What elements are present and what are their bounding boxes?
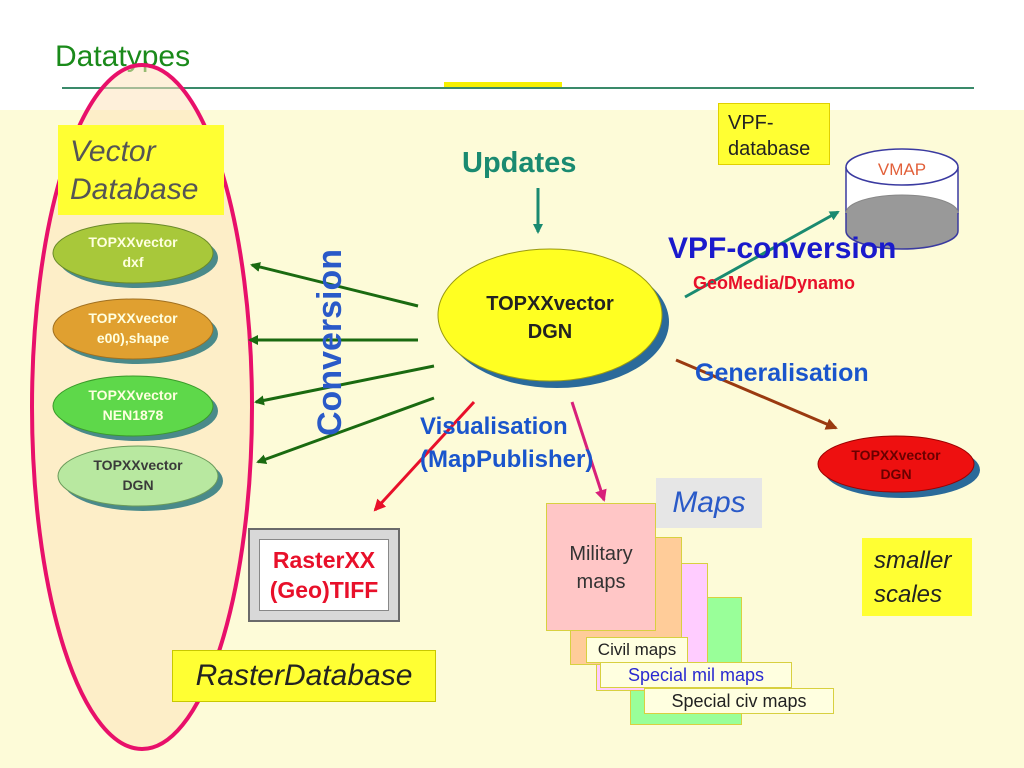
generalised-node	[817, 435, 980, 498]
military-maps-line1: Military	[569, 543, 633, 565]
vector-item-dgn-line2: DGN	[122, 477, 154, 493]
central-node-line2: DGN	[527, 321, 573, 343]
geomedia-label: GeoMedia/Dynamo	[693, 273, 856, 293]
civil-maps-label: Civil maps	[586, 637, 688, 663]
military-maps-line2: maps	[576, 571, 626, 593]
vector-item-dgn	[57, 445, 223, 511]
visualisation-label: Visualisation (MapPublisher)	[420, 410, 593, 476]
vector-item-dgn-label: TOPXXvector DGN	[58, 455, 218, 495]
central-node	[437, 248, 669, 388]
conversion-arrow-dxf	[250, 262, 419, 308]
conversion-arrow-dgn	[256, 396, 435, 464]
vector-item-nen-line2: NEN1878	[102, 407, 164, 423]
vector-item-dgn-line1: TOPXXvector	[93, 457, 183, 473]
generalisation-label: Generalisation	[695, 359, 869, 387]
conversion-arrow-nen	[254, 364, 435, 406]
title-rule	[62, 87, 974, 89]
vpf-database-label: VPF- database	[718, 103, 830, 165]
generalised-node-line1: TOPXXvector	[851, 447, 941, 463]
central-node-label: TOPXXvector DGN	[450, 290, 650, 346]
vector-item-shape-label: TOPXXvector e00),shape	[53, 308, 213, 348]
slide-title: Datatypes	[55, 40, 191, 73]
visualisation-line1: Visualisation	[420, 413, 568, 440]
vmap-label: VMAP	[877, 160, 927, 179]
vector-item-nen-line1: TOPXXvector	[88, 387, 178, 403]
map-card-military	[546, 503, 656, 631]
raster-database-label: RasterDatabase	[172, 650, 436, 702]
raster-node-text: RasterXX (Geo)TIFF	[260, 540, 388, 605]
vpf-database-line1: VPF-	[728, 112, 774, 134]
special-mil-maps-label: Special mil maps	[600, 662, 792, 688]
conversion-label: Conversion	[311, 248, 349, 436]
visualisation-line2: (MapPublisher)	[420, 446, 594, 473]
vpf-database-line2: database	[728, 138, 811, 160]
smaller-scales-line1: smaller	[874, 547, 952, 574]
raster-node: RasterXX (Geo)TIFF	[248, 528, 400, 622]
raster-line2: (Geo)TIFF	[269, 577, 379, 603]
vector-item-e00-shape	[52, 298, 218, 364]
vpf-conversion-arrow	[684, 210, 840, 299]
vector-item-dxf-label: TOPXXvector dxf	[53, 232, 213, 272]
vector-database-label: Vector Database	[58, 125, 224, 215]
smaller-scales-label: smaller scales	[862, 538, 972, 616]
raster-node-inner: RasterXX (Geo)TIFF	[259, 539, 389, 611]
vector-item-dxf-line1: TOPXXvector	[88, 234, 178, 250]
visualisation-raster-arrow	[373, 400, 476, 512]
updates-label: Updates	[462, 147, 577, 179]
special-civ-maps-label: Special civ maps	[644, 688, 834, 714]
generalisation-arrow	[675, 358, 838, 430]
title-accent-bar	[444, 82, 562, 88]
vector-item-shape-line1: TOPXXvector	[88, 310, 178, 326]
vector-database-label-line2: Database	[70, 173, 199, 206]
generalised-node-line2: DGN	[880, 466, 912, 482]
military-maps-label: Military maps	[546, 540, 656, 596]
vector-item-shape-line2: e00),shape	[96, 330, 170, 346]
generalised-node-label: TOPXXvector DGN	[818, 446, 974, 484]
vpf-conversion-label: VPF-conversion	[668, 232, 897, 265]
central-node-line1: TOPXXvector	[486, 293, 614, 315]
vector-item-nen-label: TOPXXvector NEN1878	[53, 385, 213, 425]
vector-item-nen1878	[52, 375, 218, 441]
maps-label: Maps	[656, 478, 762, 528]
vector-database-label-line1: Vector	[70, 135, 156, 168]
visualisation-maps-arrow	[570, 401, 607, 502]
raster-line1: RasterXX	[272, 547, 376, 573]
vmap-cylinder-icon	[845, 148, 959, 250]
vector-item-dxf	[52, 222, 218, 288]
smaller-scales-line2: scales	[874, 581, 943, 608]
vector-item-dxf-line2: dxf	[122, 254, 144, 270]
